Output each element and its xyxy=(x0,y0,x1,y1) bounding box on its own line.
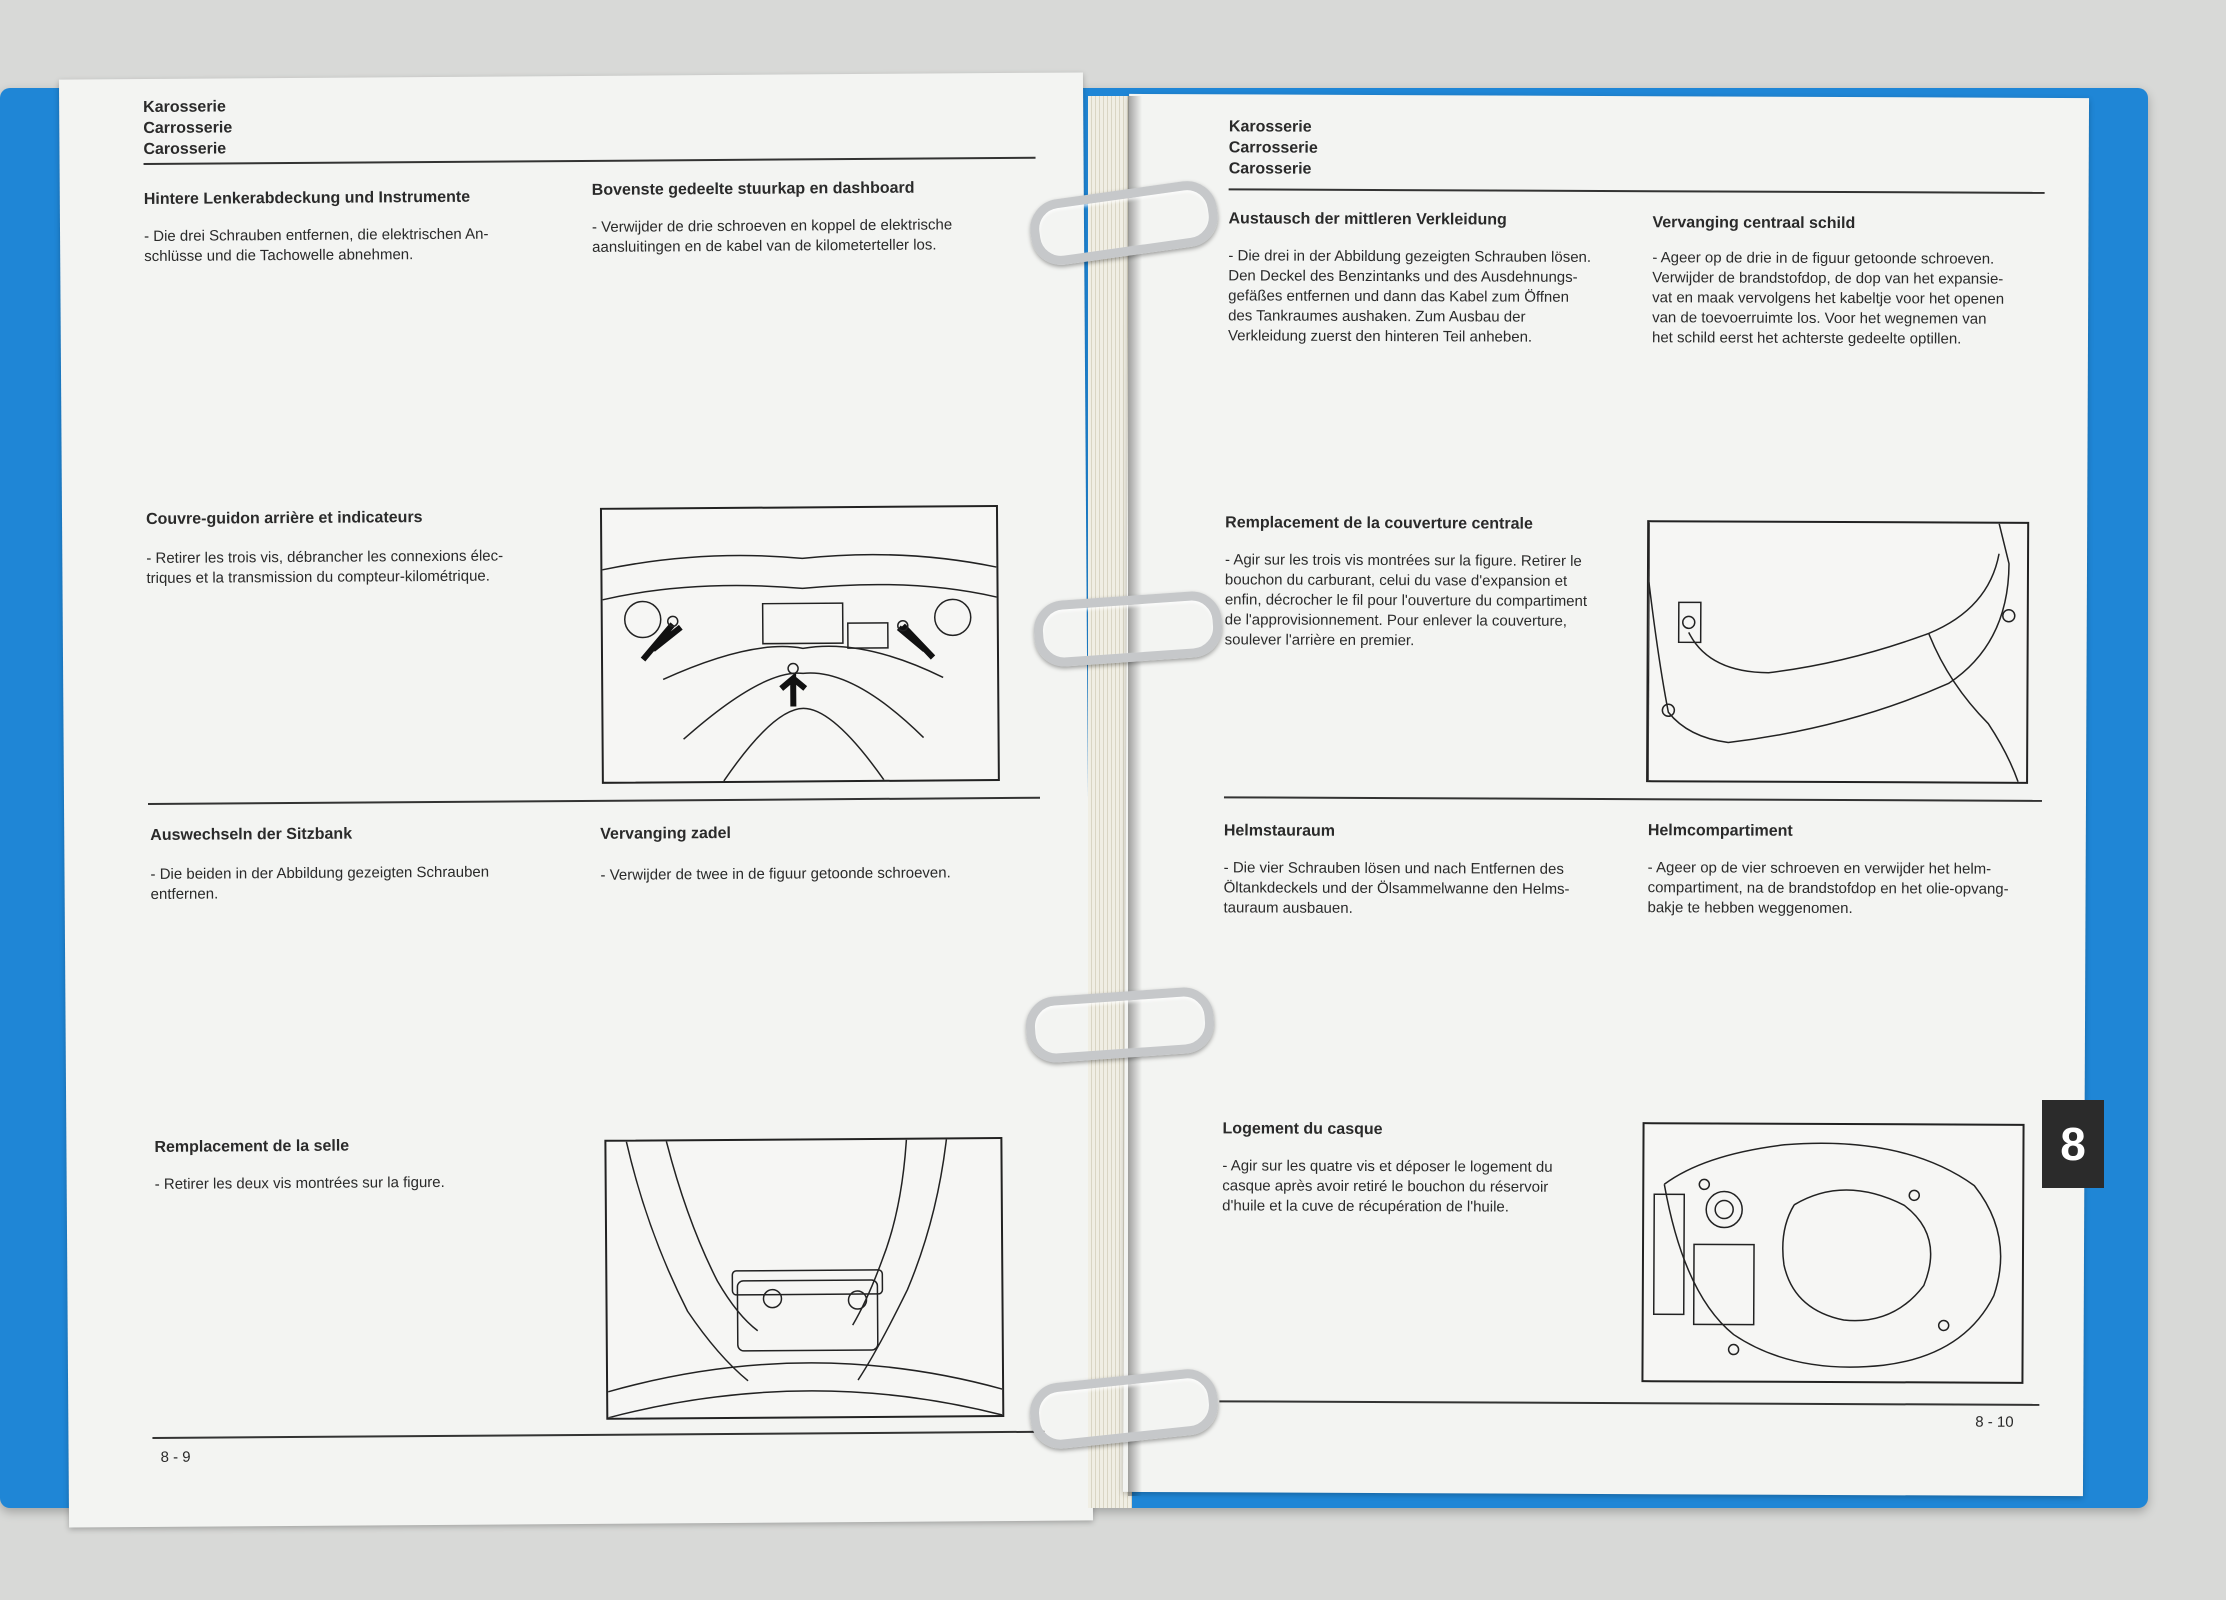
section-title-de: Helmstauraum xyxy=(1223,822,1336,840)
section-title-nl: Helmcompartiment xyxy=(1647,822,1793,840)
header-rule xyxy=(1228,188,2045,194)
left-page: Karosserie Carrosserie Carosserie Hinter… xyxy=(58,72,1094,1528)
spine-shadow xyxy=(1128,96,1142,1496)
section-title-de: Auswechseln der Sitzbank xyxy=(150,825,353,844)
footer-rule xyxy=(1219,1400,2040,1406)
header-line: Carosserie xyxy=(143,140,227,159)
header-line: Carrosserie xyxy=(1228,139,1318,157)
right-page-header: Karosserie Carrosserie Carosserie xyxy=(1229,116,1318,179)
section-text-de: - Die drei Schrauben entfernen, die elek… xyxy=(143,225,489,266)
section-text-fr: - Agir sur les quatre vis et déposer le … xyxy=(1222,1157,1553,1216)
section-title-nl: Bovenste gedeelte stuurkap en dashboard xyxy=(591,179,915,199)
section-text-nl: - Verwijder de drie schroeven en koppel … xyxy=(591,216,953,256)
header-line: Carosserie xyxy=(1228,160,1312,178)
section-text-de: - Die drei in der Abbildung gezeigten Sc… xyxy=(1227,247,1592,346)
page-number: 8 - 10 xyxy=(1975,1413,2014,1431)
figure-handlebar-cover xyxy=(599,505,1000,784)
section-text-fr: - Retirer les trois vis, débrancher les … xyxy=(146,547,504,587)
header-line: Carrosserie xyxy=(143,119,233,138)
chapter-tab[interactable]: 8 xyxy=(2042,1100,2104,1188)
section-title-fr: Remplacement de la selle xyxy=(154,1137,350,1156)
section-title-de: Austausch der mittleren Verkleidung xyxy=(1228,210,1507,229)
section-text-fr: - Agir sur les trois vis montrées sur la… xyxy=(1224,551,1588,650)
footer-rule xyxy=(152,1430,1045,1439)
header-line: Karosserie xyxy=(1228,118,1312,136)
section-text-de: - Die vier Schrauben lösen und nach Entf… xyxy=(1223,859,1570,917)
section-title-nl: Vervanging centraal schild xyxy=(1652,214,1856,233)
section-divider xyxy=(1223,796,2042,802)
header-line: Karosserie xyxy=(143,98,226,117)
section-text-de: - Die beiden in der Abbildung gezeigten … xyxy=(150,863,490,903)
section-divider xyxy=(148,796,1041,805)
section-title-fr: Couvre-guidon arrière et indicateurs xyxy=(145,509,423,528)
right-page: Karosserie Carrosserie Carosserie Austau… xyxy=(1122,93,2090,1497)
section-title-fr: Logement du casque xyxy=(1222,1120,1383,1139)
figure-seat xyxy=(604,1137,1005,1420)
section-text-nl: - Verwijder de twee in de figuur getoond… xyxy=(600,864,951,884)
binder-ring xyxy=(1023,985,1217,1065)
header-rule xyxy=(143,156,1036,166)
section-text-nl: - Ageer op de vier schroeven en verwijde… xyxy=(1647,859,2009,918)
left-page-header: Karosserie Carrosserie Carosserie xyxy=(143,96,232,160)
section-title-fr: Remplacement de la couverture centrale xyxy=(1225,514,1533,533)
binder-ring xyxy=(1031,589,1225,669)
page-number: 8 - 9 xyxy=(160,1448,191,1466)
section-text-fr: - Retirer les deux vis montrées sur la f… xyxy=(154,1173,445,1193)
section-text-nl: - Ageer op de drie in de figuur getoonde… xyxy=(1651,249,2005,348)
figure-helmet-compartment xyxy=(1641,1122,2025,1384)
section-title-de: Hintere Lenkerabdeckung und Instrumente xyxy=(143,188,471,209)
figure-central-cover xyxy=(1646,520,2030,784)
section-title-nl: Vervanging zadel xyxy=(600,824,732,843)
